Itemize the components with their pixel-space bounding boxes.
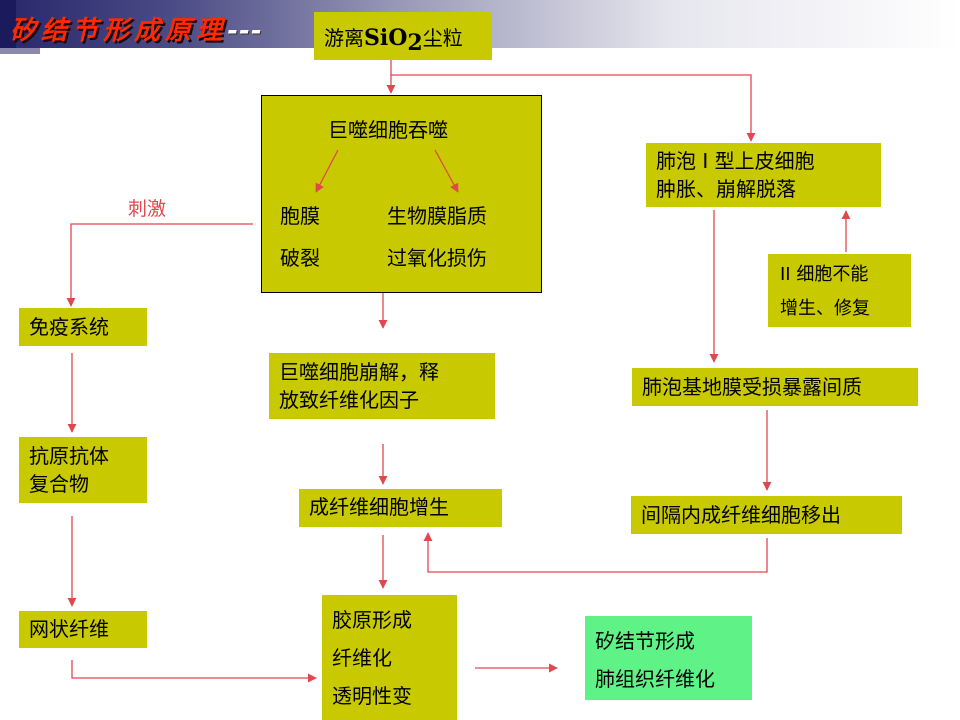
type1-line-1: 肺泡 I 型上皮细胞 (656, 149, 815, 173)
arrow-stimulus-to-immune (66, 223, 253, 307)
macrophage-left-2: 破裂 (280, 246, 320, 270)
type2-line-2: 增生、修复 (780, 298, 870, 319)
basement-text: 肺泡基地膜受损暴露间质 (642, 375, 862, 399)
sio2-formula: SiO (364, 25, 408, 51)
macrophage-title: 巨噬细胞吞噬 (328, 118, 448, 142)
macrophage-left-1: 胞膜 (280, 204, 320, 228)
immune-text: 免疫系统 (29, 315, 109, 339)
node-macrophage: 巨噬细胞吞噬 胞膜 破裂 生物膜脂质 过氧化损伤 (261, 95, 542, 293)
title-dash: --- (227, 16, 263, 46)
node-fibroblast-proliferation: 成纤维细胞增生 (299, 489, 502, 527)
antigen-line-1: 抗原抗体 (29, 444, 109, 468)
node-silicotic-nodule: 矽结节形成 肺组织纤维化 (585, 616, 752, 700)
node-type2-cells: II 细胞不能 增生、修复 (768, 254, 911, 327)
sio2-prefix: 游离 (324, 26, 364, 50)
collapse-line-2: 放致纤维化因子 (279, 388, 419, 412)
reticular-text: 网状纤维 (29, 617, 109, 641)
node-reticular-fiber: 网状纤维 (19, 611, 147, 648)
slide-title: 矽结节形成原理--- (10, 16, 263, 46)
collagen-line-1: 胶原形成 (332, 608, 412, 632)
node-septal-fibroblast: 间隔内成纤维细胞移出 (631, 496, 902, 534)
fibroblast-text: 成纤维细胞增生 (309, 495, 449, 519)
collagen-line-3: 透明性变 (332, 684, 412, 708)
septum-text: 间隔内成纤维细胞移出 (641, 503, 841, 527)
collapse-line-1: 巨噬细胞崩解，释 (279, 360, 439, 384)
arrow-reticular-to-collagen (71, 660, 317, 683)
node-sio2-dust: 游离SiO2尘粒 (314, 12, 492, 60)
sio2-suffix: 尘粒 (422, 26, 463, 50)
macrophage-right-1: 生物膜脂质 (387, 204, 487, 228)
node-collagen: 胶原形成 纤维化 透明性变 (322, 595, 457, 720)
type2-line-1: II 细胞不能 (780, 264, 869, 285)
node-macrophage-collapse: 巨噬细胞崩解，释 放致纤维化因子 (269, 353, 495, 419)
node-antigen-antibody: 抗原抗体 复合物 (19, 437, 147, 503)
antigen-line-2: 复合物 (29, 472, 89, 496)
macrophage-right-2: 过氧化损伤 (387, 246, 487, 270)
sio2-subscript: 2 (407, 30, 423, 56)
result-line-2: 肺组织纤维化 (595, 667, 715, 691)
arrow-septum-to-fibroblast (423, 532, 768, 573)
type1-line-2: 肿胀、崩解脱落 (656, 177, 796, 201)
node-type1-epithelium: 肺泡 I 型上皮细胞 肿胀、崩解脱落 (646, 143, 881, 207)
stimulus-label: 刺激 (128, 198, 167, 220)
result-line-1: 矽结节形成 (595, 629, 695, 653)
header-underline (0, 48, 40, 54)
collagen-line-2: 纤维化 (332, 646, 392, 670)
node-basement-membrane: 肺泡基地膜受损暴露间质 (632, 368, 918, 406)
header-strip (0, 0, 16, 48)
node-immune-system: 免疫系统 (19, 308, 147, 346)
